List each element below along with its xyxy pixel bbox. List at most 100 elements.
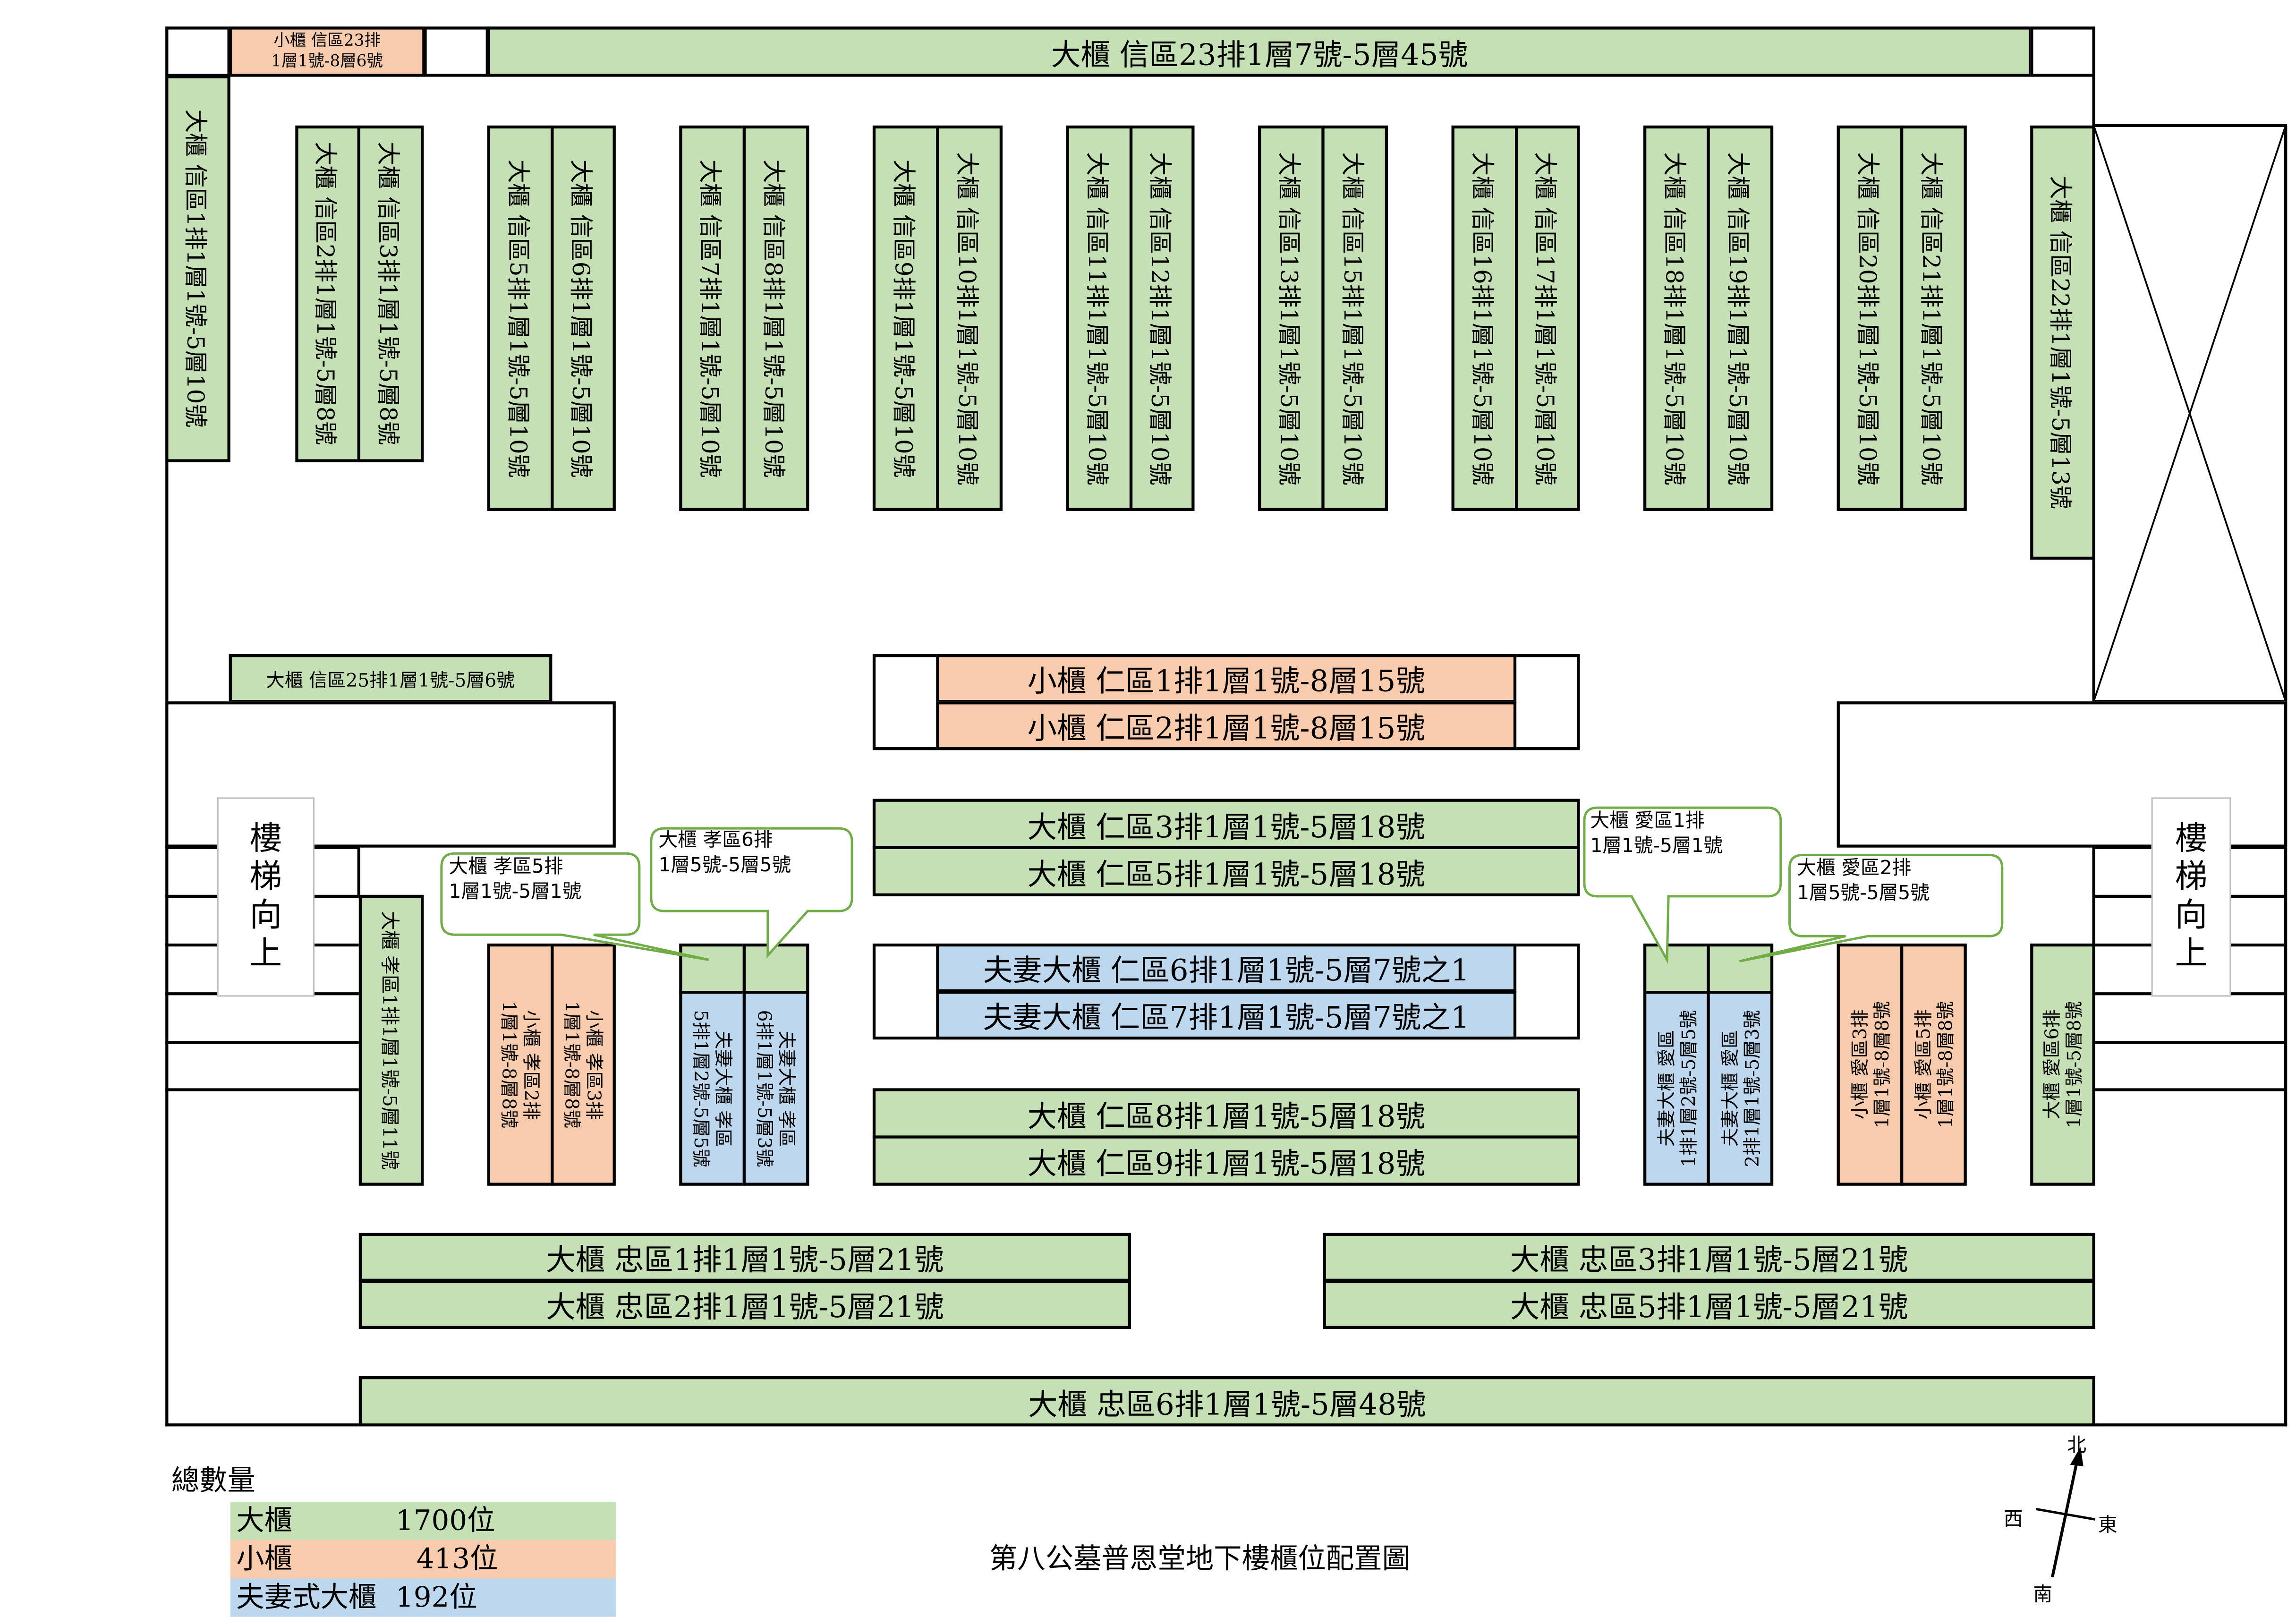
cabinet-xin6[interactable]: 大櫃 信區6排1層1號-5層10號	[551, 125, 616, 511]
cabinet-xin7[interactable]: 大櫃 信區7排1層1號-5層10號	[679, 125, 746, 511]
cabinet-ai3[interactable]: 小櫃 愛區3排 1層1號-8層8號	[1837, 943, 1904, 1186]
cabinet-label: 大櫃 忠區5排1層1號-5層21號	[1510, 1289, 1908, 1325]
cabinet-xin3[interactable]: 大櫃 信區3排1層1號-5層8號	[357, 125, 424, 462]
cabinet-label: 小櫃 愛區3排 1層1號-8層8號	[1848, 1001, 1892, 1128]
compass-west: 西	[2003, 1509, 2023, 1532]
cabinet-ren1[interactable]: 小櫃 仁區1排1層1號-8層15號	[936, 654, 1517, 703]
cabinet-xin16[interactable]: 大櫃 信區16排1層1號-5層10號	[1451, 125, 1518, 511]
cabinet-ren3[interactable]: 大櫃 仁區3排1層1號-5層18號	[872, 799, 1580, 849]
cabinet-label: 大櫃 信區12排1層1號-5層10號	[1146, 151, 1174, 485]
cabinet-label: 大櫃 信區9排1層1號-5層10號	[889, 159, 918, 477]
cabinet-xin20[interactable]: 大櫃 信區20排1層1號-5層10號	[1837, 125, 1904, 511]
cabinet-zhong3[interactable]: 大櫃 忠區3排1層1號-5層21號	[1323, 1233, 2095, 1282]
cabinet-zhong5[interactable]: 大櫃 忠區5排1層1號-5層21號	[1323, 1280, 2095, 1329]
cabinet-label: 大櫃 信區18排1層1號-5層10號	[1660, 151, 1689, 485]
stairs-label-char: 梯	[249, 859, 282, 896]
cabinet-label: 小櫃 仁區2排1層1號-8層15號	[1027, 710, 1425, 746]
cabinet-label: 大櫃 信區11排1層1號-5層10號	[1083, 151, 1111, 485]
cabinet-label: 小櫃 孝區2排 1層1號-8層8號	[498, 1001, 543, 1128]
stair-step-left	[165, 1088, 359, 1091]
cabinet-ai2-couple[interactable]: 夫妻大櫃 愛區 2排1層1號-5層3號	[1707, 991, 1774, 1186]
compass-icon	[2036, 1447, 2096, 1577]
cabinet-label: 大櫃 信區7排1層1號-5層10號	[696, 159, 724, 477]
cabinet-label: 大櫃 仁區5排1層1號-5層18號	[1027, 855, 1425, 891]
stairs-up-right[interactable]: 樓 梯 向 上	[2151, 797, 2231, 997]
void-diagonal	[2092, 125, 2287, 702]
cabinet-label: 大櫃 信區17排1層1號-5層10號	[1531, 151, 1559, 485]
cabinet-zhong2[interactable]: 大櫃 忠區2排1層1號-5層21號	[358, 1280, 1131, 1329]
cabinet-ren2[interactable]: 小櫃 仁區2排1層1號-8層15號	[936, 701, 1517, 750]
cabinet-xin12[interactable]: 大櫃 信區12排1層1號-5層10號	[1129, 125, 1195, 511]
cabinet-xin10[interactable]: 大櫃 信區10排1層1號-5層10號	[936, 125, 1003, 511]
cabinet-xin18[interactable]: 大櫃 信區18排1層1號-5層10號	[1643, 125, 1710, 511]
cabinet-ai1-large[interactable]	[1643, 943, 1710, 994]
cabinet-label: 大櫃 信區2排1層1號-5層8號	[311, 142, 340, 446]
cabinet-xin15[interactable]: 大櫃 信區15排1層1號-5層10號	[1321, 125, 1388, 511]
cabinet-ai6[interactable]: 大櫃 愛區6排 1層1號-5層8號	[2030, 943, 2095, 1186]
stair-step-left	[165, 1041, 359, 1044]
stair-step-right	[2093, 1088, 2286, 1091]
cabinet-xin8[interactable]: 大櫃 信區8排1層1號-5層10號	[742, 125, 809, 511]
cabinet-label: 夫妻大櫃 愛區 2排1層1號-5層3號	[1718, 1009, 1762, 1167]
cabinet-ai2-large[interactable]	[1707, 943, 1774, 994]
void-area-cross	[2092, 124, 2287, 703]
cabinet-label: 大櫃 忠區1排1層1號-5層21號	[546, 1242, 944, 1277]
cabinet-xin22[interactable]: 大櫃 信區22排1層1號-5層13號	[2030, 125, 2095, 560]
cabinet-xiao1[interactable]: 大櫃 孝區1排1層1號-5層11號	[358, 894, 424, 1186]
callout-xiao6-text: 大櫃 孝區6排 1層5號-5層5號	[658, 830, 791, 877]
top-empty-cell-mid	[424, 26, 489, 77]
stairs-label-char: 梯	[2175, 859, 2208, 896]
cabinet-xin21[interactable]: 大櫃 信區21排1層1號-5層10號	[1900, 125, 1967, 511]
cabinet-label: 大櫃 信區5排1層1號-5層10號	[504, 159, 533, 477]
stairs-up-left[interactable]: 樓 梯 向 上	[217, 797, 315, 997]
cabinet-xiao6-couple[interactable]: 夫妻大櫃 孝區 6排1層1號-5層3號	[742, 991, 809, 1186]
cabinet-xin2[interactable]: 大櫃 信區2排1層1號-5層8號	[295, 125, 360, 462]
legend-count: 1700位	[395, 1505, 495, 1537]
cabinet-label: 大櫃 仁區3排1層1號-5層18號	[1027, 808, 1425, 844]
legend-heading: 總數量	[171, 1464, 255, 1498]
cabinet-zhong1[interactable]: 大櫃 忠區1排1層1號-5層21號	[358, 1233, 1131, 1282]
cabinet-xin1[interactable]: 大櫃 信區1排1層1號-5層10號	[165, 75, 230, 462]
legend-count: 192位	[395, 1581, 477, 1614]
stair-rail-left	[357, 846, 360, 896]
cabinet-label: 大櫃 孝區1排1層1號-5層11號	[377, 911, 400, 1170]
cabinet-ai5[interactable]: 小櫃 愛區5排 1層1號-8層8號	[1900, 943, 1967, 1186]
cabinet-xiao5-large[interactable]	[679, 943, 746, 994]
cabinet-label: 大櫃 信區25排1層1號-5層6號	[266, 669, 515, 691]
cabinet-label: 夫妻大櫃 孝區 6排1層1號-5層3號	[754, 1009, 798, 1167]
top-empty-cell-right	[2030, 26, 2095, 77]
cabinet-label: 大櫃 愛區6排 1層1號-5層8號	[2041, 1001, 2085, 1128]
cabinet-xin19[interactable]: 大櫃 信區19排1層1號-5層10號	[1707, 125, 1774, 511]
cabinet-ren8[interactable]: 大櫃 仁區8排1層1號-5層18號	[872, 1088, 1580, 1139]
cabinet-xin13[interactable]: 大櫃 信區13排1層1號-5層10號	[1258, 125, 1325, 511]
compass-south: 南	[2033, 1584, 2053, 1607]
cabinet-zhong6[interactable]: 大櫃 忠區6排1層1號-5層48號	[358, 1376, 2095, 1427]
compass-ew-line	[2036, 1508, 2096, 1521]
cabinet-xiao6-large[interactable]	[742, 943, 809, 994]
cabinet-xiao2[interactable]: 小櫃 孝區2排 1層1號-8層8號	[487, 943, 554, 1186]
cabinet-ren6[interactable]: 夫妻大櫃 仁區6排1層1號-5層7號之1	[936, 943, 1517, 993]
stairs-label-char: 向	[2175, 897, 2208, 934]
legend-label: 小櫃	[236, 1543, 293, 1576]
cabinet-ren7[interactable]: 夫妻大櫃 仁區7排1層1號-5層7號之1	[936, 991, 1517, 1040]
cabinet-large-xin23[interactable]: 大櫃 信區23排1層7號-5層45號	[487, 26, 2032, 77]
cabinet-ren5[interactable]: 大櫃 仁區5排1層1號-5層18號	[872, 846, 1580, 896]
cabinet-label: 大櫃 仁區8排1層1號-5層18號	[1027, 1098, 1425, 1133]
cabinet-label: 大櫃 信區16排1層1號-5層10號	[1468, 151, 1497, 485]
cabinet-xin5[interactable]: 大櫃 信區5排1層1號-5層10號	[487, 125, 554, 511]
cabinet-ai1-couple[interactable]: 夫妻大櫃 愛區 1排1層2號-5層5號	[1643, 991, 1710, 1186]
cabinet-ren9[interactable]: 大櫃 仁區9排1層1號-5層18號	[872, 1135, 1580, 1186]
cabinet-label: 夫妻大櫃 仁區6排1層1號-5層7號之1	[983, 952, 1470, 988]
cabinet-xiao3[interactable]: 小櫃 孝區3排 1層1號-8層8號	[551, 943, 616, 1186]
cabinet-label: 大櫃 信區19排1層1號-5層10號	[1724, 151, 1752, 485]
cabinet-xin11[interactable]: 大櫃 信區11排1層1號-5層10號	[1066, 125, 1133, 511]
cabinet-xin17[interactable]: 大櫃 信區17排1層1號-5層10號	[1514, 125, 1580, 511]
cabinet-xin9[interactable]: 大櫃 信區9排1層1號-5層10號	[872, 125, 939, 511]
cabinet-label: 大櫃 信區3排1層1號-5層8號	[374, 142, 403, 446]
compass-north: 北	[2067, 1435, 2087, 1458]
stairs-label-char: 上	[249, 935, 282, 972]
cabinet-xiao5-couple[interactable]: 夫妻大櫃 孝區 5排1層2號-5層5號	[679, 991, 746, 1186]
cabinet-label: 大櫃 信區21排1層1號-5層10號	[1917, 151, 1946, 485]
cabinet-xin25[interactable]: 大櫃 信區25排1層1號-5層6號	[229, 654, 553, 703]
cabinet-small-xin23[interactable]: 小櫃 信區23排 1層1號-8層6號	[229, 26, 425, 77]
